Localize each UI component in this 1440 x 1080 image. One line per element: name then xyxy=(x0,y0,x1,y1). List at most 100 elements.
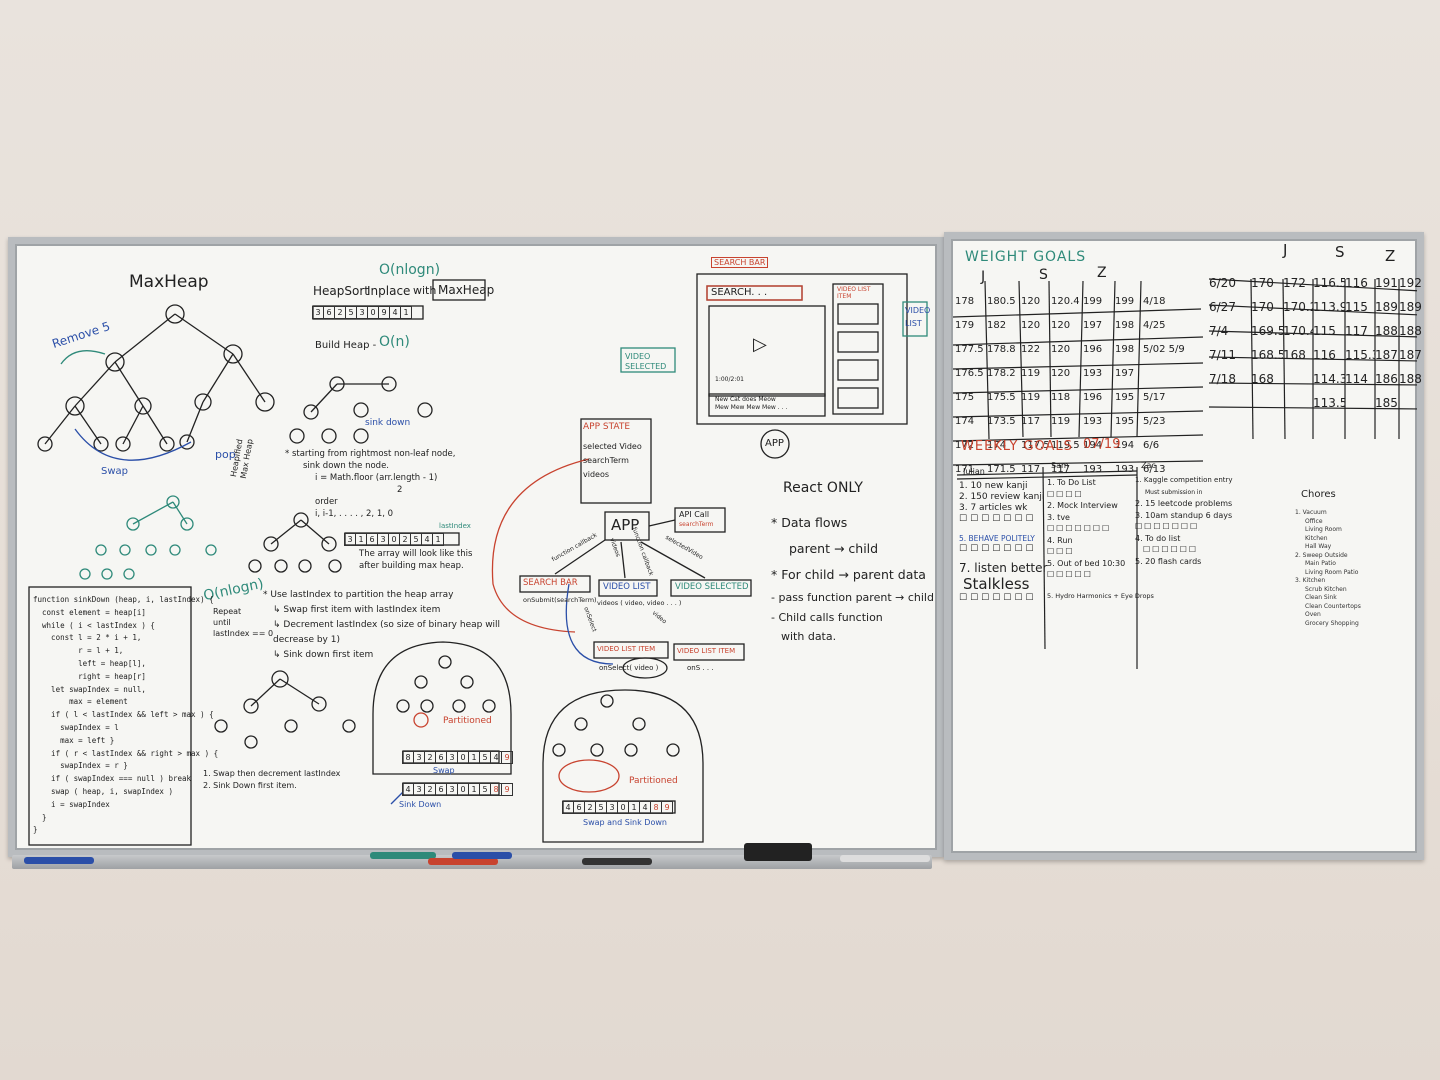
code-line: if ( l < lastIndex && left > max ) { xyxy=(33,710,214,720)
table-cell: 178 xyxy=(955,295,975,307)
white-marker[interactable] xyxy=(840,855,930,862)
goal-item: 4. Run xyxy=(1047,535,1073,545)
table-cell: 175.5 xyxy=(987,391,1016,403)
goal-item: 2. Mock Interview xyxy=(1047,501,1118,510)
api-call-label: API Call xyxy=(679,510,710,519)
table-cell: 187 xyxy=(1399,348,1422,362)
table-cell: 174 xyxy=(987,439,1007,451)
caption-line: Mew Mew Mew Mew . . . xyxy=(715,404,788,411)
chore-item: Grocery Shopping xyxy=(1305,619,1359,627)
table-cell: 116 xyxy=(1313,348,1336,362)
table-cell: 6/6 xyxy=(1143,439,1160,451)
table-cell: 188 xyxy=(1399,372,1422,386)
pop-note: pop xyxy=(215,448,236,461)
with-label: with xyxy=(413,284,437,297)
table-cell: 188 xyxy=(1375,324,1398,338)
partition-note: * Use lastIndex to partition the heap ar… xyxy=(263,590,454,600)
table-cell: 120.4 xyxy=(1051,295,1080,307)
play-icon: ▷ xyxy=(753,334,767,355)
build-heap-label: Build Heap - xyxy=(315,340,377,351)
goal-item: 5. Out of bed 10:30 xyxy=(1047,558,1126,568)
table-cell: 115.3 xyxy=(1345,348,1375,362)
app-box-label: APP xyxy=(611,516,640,534)
repeat-line: lastIndex == 0 xyxy=(213,629,274,638)
weekly-goals-date: 07/19 xyxy=(1083,437,1121,452)
table-cell: 119 xyxy=(1021,367,1041,379)
table-cell: 179 xyxy=(955,319,975,331)
checkbox-row: ☐☐☐☐☐☐☐ xyxy=(1047,524,1112,533)
partition-note: ↳ Sink down first item xyxy=(273,650,374,660)
react-note: with data. xyxy=(781,630,837,643)
weight-right-header: J xyxy=(1283,241,1288,259)
code-line: const l = 2 * i + 1, xyxy=(33,633,142,643)
code-line: function sinkDown (heap, i, lastIndex) { xyxy=(33,595,214,604)
react-note: * Data flows xyxy=(771,515,848,530)
table-cell: 169.5 xyxy=(1251,324,1283,338)
table-cell: 189 xyxy=(1375,300,1398,314)
goal-item: 1. 10 new kanji xyxy=(959,481,1028,491)
code-line: const element = heap[i] xyxy=(33,607,146,617)
swap-label: Swap xyxy=(433,766,455,775)
partitioned-label: Partitioned xyxy=(443,716,492,726)
build-note: 2 xyxy=(397,485,403,495)
table-cell: 194 xyxy=(1083,439,1103,451)
table-cell: 120 xyxy=(1051,319,1071,331)
table-cell: 119 xyxy=(1051,415,1071,427)
weekly-goals-title: WEEKLY GOALS xyxy=(961,439,1073,454)
table-cell: 117 xyxy=(1345,324,1368,338)
goal-item: 1. Kaggle competition entry xyxy=(1135,476,1233,484)
table-cell: 193 xyxy=(1083,415,1103,427)
video-time: 1:00/2:01 xyxy=(715,376,744,383)
table-cell: 199 xyxy=(1115,295,1135,307)
array-note-line: The array will look like this xyxy=(359,549,473,559)
table-cell: 113.9 xyxy=(1313,300,1345,314)
chore-item: 1. Vacuum xyxy=(1295,509,1327,516)
goal-item: 1. To Do List xyxy=(1047,478,1096,487)
table-cell: 182 xyxy=(987,319,1007,331)
blue-marker[interactable] xyxy=(24,857,94,864)
table-cell: 113.5 xyxy=(1313,396,1345,410)
goal-item: 7. listen better xyxy=(959,561,1048,575)
black-marker[interactable] xyxy=(582,858,652,865)
array-cell: 9 xyxy=(501,751,513,764)
code-line: max = element xyxy=(33,697,128,707)
code-line: left = heap[l], xyxy=(33,658,146,668)
on-select-label: onSelect( video ) xyxy=(599,664,659,672)
video-list-label: VIDEO LIST xyxy=(905,304,930,330)
left-board-drawings xyxy=(28,273,928,846)
table-cell: 168 xyxy=(1251,372,1274,386)
table-cell: 187 xyxy=(1375,348,1398,362)
green-marker[interactable] xyxy=(370,852,436,859)
table-cell: 4/25 xyxy=(1143,319,1166,331)
on-submit-label: onSubmit(searchTerm) xyxy=(523,596,597,604)
weight-right-header: Z xyxy=(1385,247,1396,265)
table-cell: 180.5 xyxy=(987,295,1016,307)
sink-down-label: sink down xyxy=(365,418,411,428)
eraser[interactable] xyxy=(744,843,812,861)
blue-marker-2[interactable] xyxy=(452,852,512,859)
table-cell: 117.5 xyxy=(1021,439,1050,451)
code-line: if ( swapIndex === null ) break xyxy=(33,774,192,784)
goal-item: 4. To do list xyxy=(1135,533,1181,543)
goal-item: 2. 150 review kanji xyxy=(959,492,1045,502)
videolistitem-1-label: VIDEO LIST ITEM xyxy=(597,645,656,653)
red-marker[interactable] xyxy=(428,858,498,865)
table-cell: 5/02 5/9 xyxy=(1143,343,1185,355)
table-cell: 170 xyxy=(1251,300,1274,314)
table-cell: 117 xyxy=(1051,463,1071,475)
table-cell: 193 xyxy=(1115,463,1135,475)
table-cell: 4/18 xyxy=(1143,295,1166,307)
table-cell: 7/4 xyxy=(1209,324,1229,338)
bottom-note: 1. Swap then decrement lastIndex xyxy=(203,769,341,778)
array-note: The array will look like this after buil… xyxy=(359,548,472,572)
react-note: - pass function parent → child xyxy=(771,591,934,604)
table-cell: 120 xyxy=(1021,295,1041,307)
weight-header: Z xyxy=(1097,265,1107,281)
weight-right-header: S xyxy=(1335,243,1345,261)
